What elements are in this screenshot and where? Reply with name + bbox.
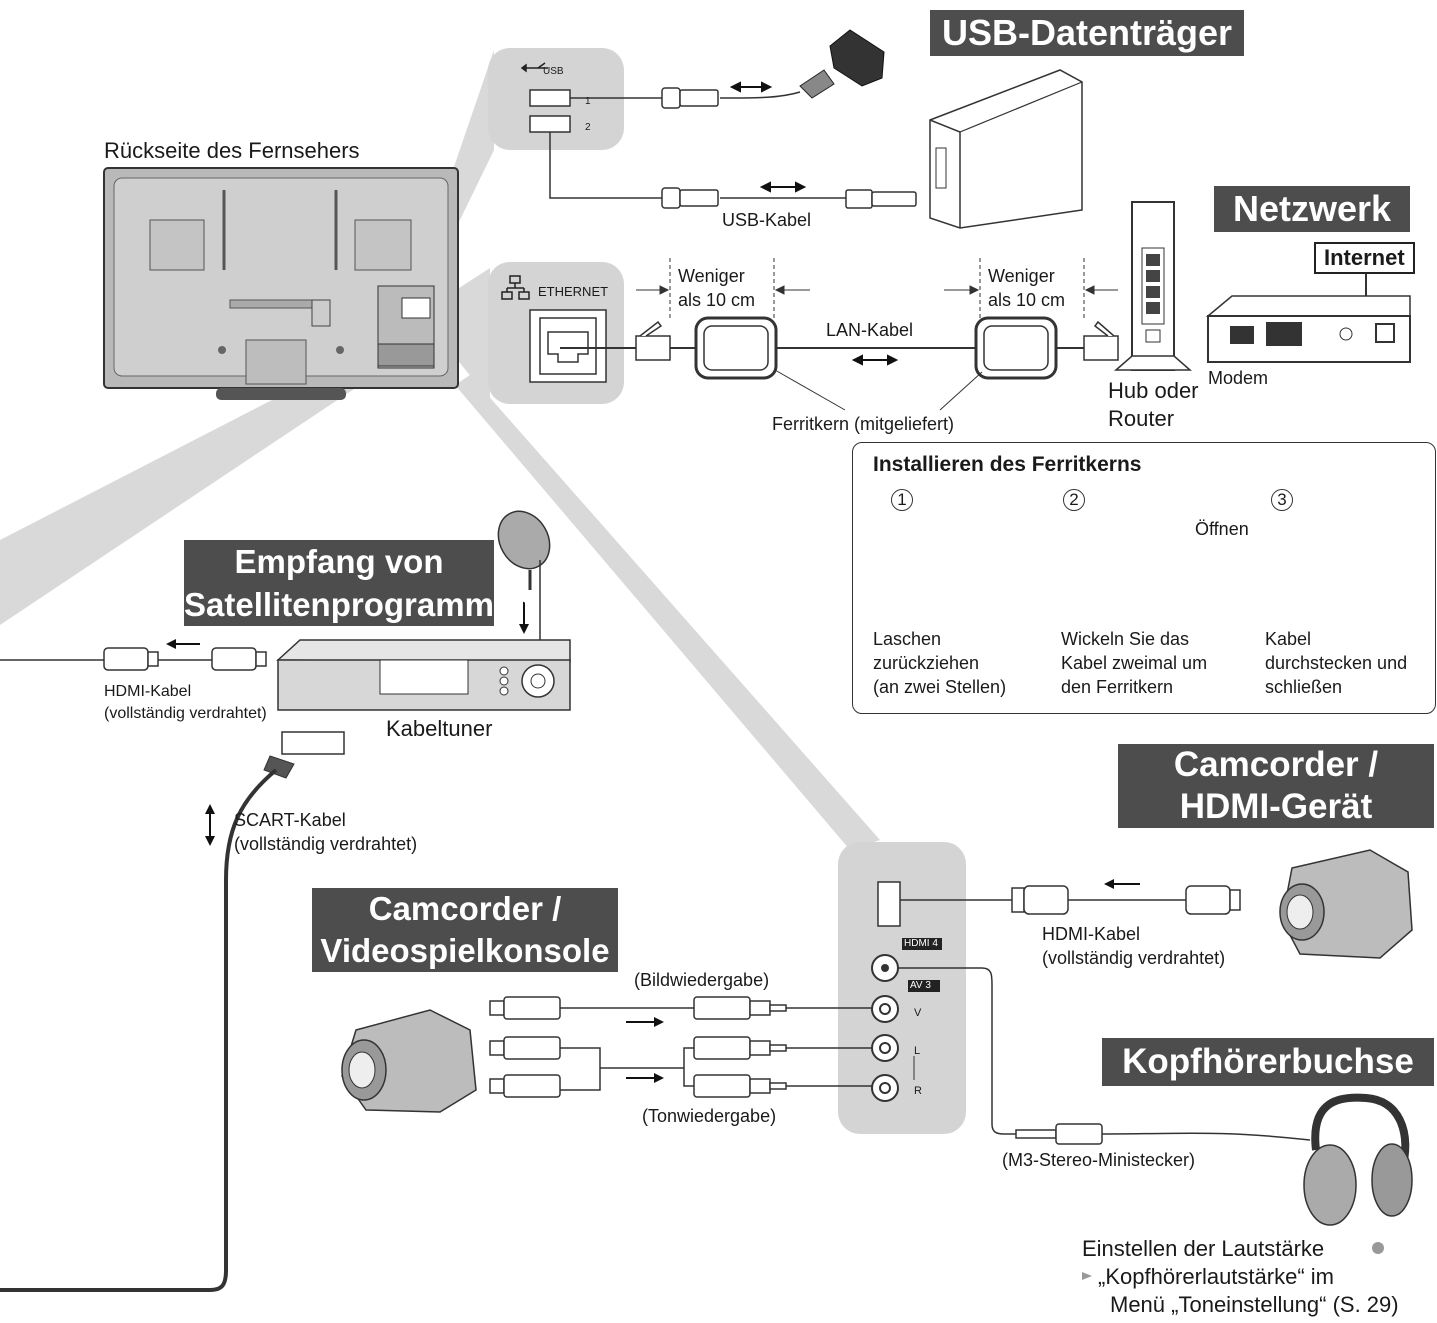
- usb-plug-2: [661, 187, 917, 209]
- cable-tuner: [276, 639, 571, 711]
- step-3-number: 3: [1271, 489, 1293, 511]
- volume-note-line3: Menü „Toneinstellung“ (S. 29): [1110, 1292, 1399, 1317]
- volume-note-line2: „Kopfhörerlautstärke“ im: [1098, 1264, 1334, 1289]
- hdmi-cable-camcorder: [900, 879, 1241, 915]
- camcorder-hdmi-banner: Camcorder / HDMI-Gerät: [1118, 744, 1434, 828]
- scart-label-line2: (vollständig verdrahtet): [234, 834, 418, 854]
- step-1-text: Laschen zurückziehen (an zwei Stellen): [873, 629, 1007, 697]
- step-1-number: 1: [891, 489, 913, 511]
- ethernet-port-label: ETHERNET: [538, 284, 609, 299]
- lan-cable-label: LAN-Kabel: [826, 320, 914, 340]
- l-label: L: [914, 1045, 921, 1057]
- modem-label: Modem: [1208, 368, 1269, 388]
- headphone-banner: Kopfhörerbuchse: [1102, 1038, 1434, 1086]
- distance-right-line2: als 10 cm: [988, 290, 1066, 310]
- usb-port-icon: [520, 62, 548, 73]
- modem: [1205, 270, 1411, 363]
- distance-right-line1: Weniger: [988, 266, 1055, 286]
- r-label: R: [914, 1085, 922, 1097]
- ferrite-panel-title: Installieren des Ferritkerns: [873, 453, 1142, 476]
- satellite-dish: [497, 510, 551, 640]
- usb-port-2-label: 2: [585, 122, 591, 133]
- usb-plug-1: [661, 87, 719, 109]
- hdmi4-port[interactable]: [877, 881, 901, 927]
- usb-port-label: USB: [543, 66, 564, 77]
- usb-port-1-label: 1: [585, 96, 591, 107]
- usb-cables: [549, 91, 846, 199]
- ethernet-port[interactable]: [529, 309, 607, 383]
- lan-plugs: [635, 320, 1119, 361]
- distance-left-line2: als 10 cm: [678, 290, 756, 310]
- ferrite-install-panel: Installieren des Ferritkerns 1 2 3 Öffne…: [852, 442, 1436, 714]
- external-hdd: [929, 69, 1083, 229]
- usb-banner: USB-Datenträger: [930, 10, 1244, 56]
- volume-note-line1: Einstellen der Lautstärke: [1082, 1236, 1325, 1261]
- hub-label-line2: Router: [1108, 406, 1175, 431]
- distance-left-line1: Weniger: [678, 266, 745, 286]
- hdmi-cable-camcorder-line1: HDMI-Kabel: [1042, 924, 1141, 944]
- ferrite-pointers: [774, 369, 983, 411]
- video-label: (Bildwiedergabe): [634, 970, 770, 990]
- distance-markers: [636, 258, 1118, 320]
- step-3-text: Kabel durchstecken und schließen: [1265, 629, 1408, 697]
- camcorder-left: [341, 1009, 477, 1113]
- satellite-banner: Empfang von Satellitenprogrammen: [184, 540, 532, 626]
- hdmi-cable-tuner-line2: (vollständig verdrahtet): [104, 705, 267, 722]
- rca-cables: [489, 996, 872, 1098]
- camcorder-right: [1279, 849, 1413, 959]
- info-bullet-icon: [1372, 1242, 1384, 1254]
- side-panel-zone: [838, 842, 966, 1134]
- ferrite-cores: [694, 316, 1058, 380]
- open-label: Öffnen: [1195, 519, 1249, 539]
- network-banner: Netzwerk: [1214, 186, 1410, 232]
- usb-cable-label: USB-Kabel: [722, 210, 812, 230]
- scart-label-line1: SCART-Kabel: [234, 810, 346, 830]
- av3-label: AV 3: [910, 980, 931, 991]
- mini-plug-label: (M3-Stereo-Ministecker): [1002, 1150, 1196, 1170]
- hdmi-cable-camcorder-line2: (vollständig verdrahtet): [1042, 948, 1226, 968]
- headphone-cable: [898, 967, 1311, 1145]
- step-2-number: 2: [1063, 489, 1085, 511]
- camcorder-console-banner: Camcorder / Videospielkonsole: [312, 888, 618, 972]
- tv-back: [103, 167, 459, 400]
- audio-label: (Tonwiedergabe): [642, 1106, 777, 1126]
- hdmi-cable-tuner-line1: HDMI-Kabel: [104, 683, 192, 700]
- arrow-right-icon: [1082, 1272, 1092, 1280]
- usb-stick: [799, 29, 885, 99]
- usb-port-1[interactable]: [529, 89, 571, 107]
- double-arrow-icons: [729, 81, 899, 366]
- step-2-text: Wickeln Sie das Kabel zweimal um den Fer…: [1061, 629, 1208, 697]
- hdmi-cable-tuner: [0, 639, 267, 671]
- hdmi4-label: HDMI 4: [904, 938, 938, 949]
- hub-label-line1: Hub oder: [1108, 378, 1199, 403]
- ferrite-label: Ferritkern (mitgeliefert): [772, 414, 955, 434]
- internet-tag: Internet: [1314, 242, 1415, 274]
- usb-port-2[interactable]: [529, 115, 571, 133]
- tuner-label: Kabeltuner: [386, 716, 493, 741]
- tv-back-title: Rückseite des Fernsehers: [104, 138, 360, 163]
- headphones: [1303, 1093, 1413, 1226]
- network-icon: [501, 275, 530, 300]
- v-label: V: [914, 1007, 922, 1019]
- router: [1114, 201, 1192, 371]
- scart-cable: [0, 731, 345, 1292]
